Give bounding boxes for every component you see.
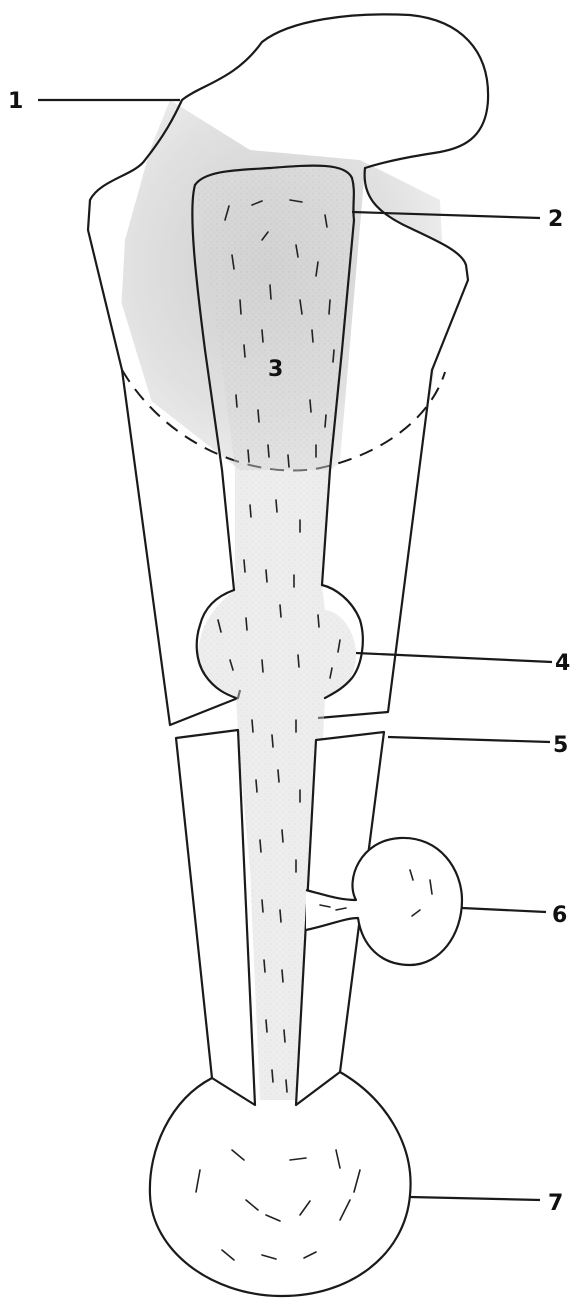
label-5: 5 <box>553 733 568 758</box>
label-2: 2 <box>548 207 563 232</box>
label-6: 6 <box>552 903 567 928</box>
label-7: 7 <box>548 1191 563 1216</box>
sphere-texture <box>196 1150 360 1260</box>
leader-line-5 <box>388 737 550 742</box>
label-1: 1 <box>8 89 23 114</box>
leader-line-7 <box>410 1197 540 1200</box>
label-3: 3 <box>268 357 283 382</box>
leader-line-6 <box>462 908 546 912</box>
label-4: 4 <box>555 651 570 676</box>
bottom-sphere <box>150 1072 411 1296</box>
